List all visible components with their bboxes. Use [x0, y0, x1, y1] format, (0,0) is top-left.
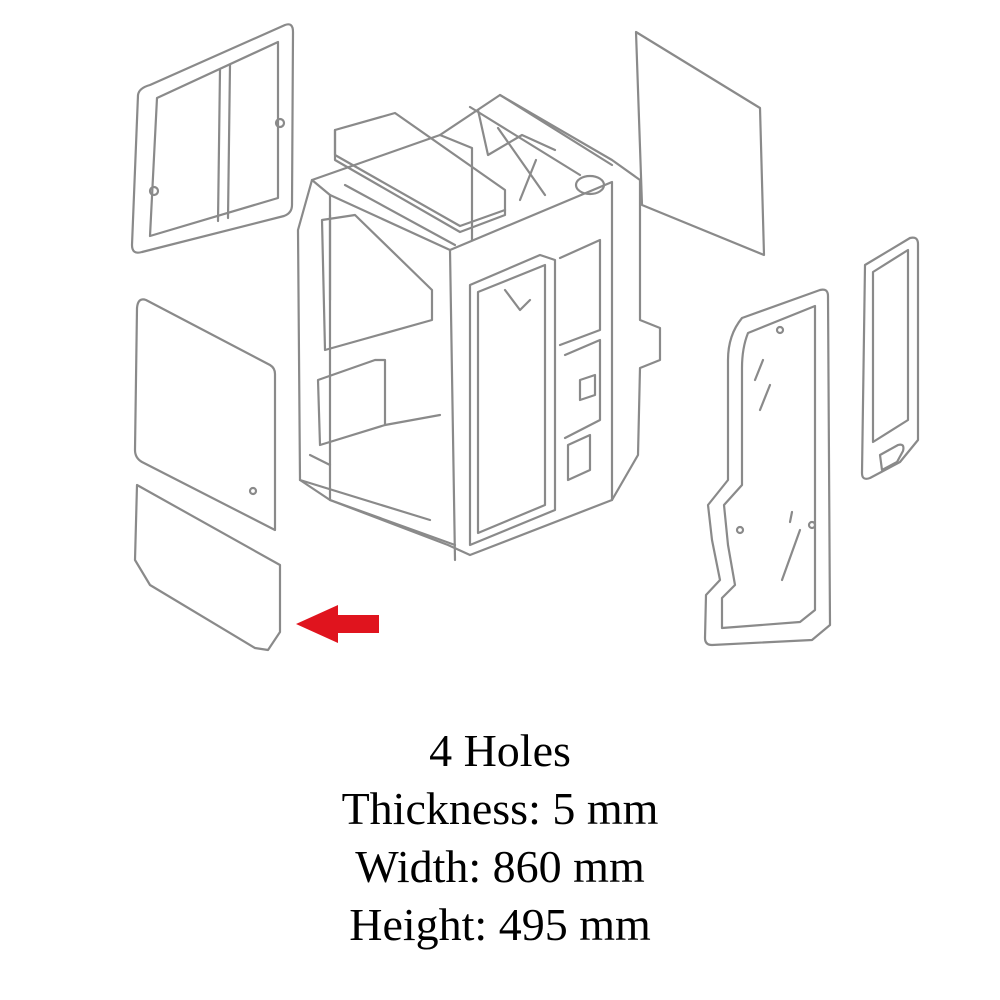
- side-fixed-glass: [860, 236, 920, 480]
- spec-height: Height: 495 mm: [349, 899, 651, 950]
- upper-front-window: [130, 23, 295, 254]
- rear-window: [634, 30, 766, 257]
- cab-frame: [296, 93, 662, 562]
- front-glass-middle: [133, 298, 277, 532]
- door-glass: [703, 288, 832, 647]
- spec-width: Width: 860 mm: [355, 841, 645, 892]
- glass-specifications: 4 Holes Thickness: 5 mm Width: 860 mm He…: [0, 722, 1000, 954]
- front-glass-lower: [133, 483, 282, 652]
- spec-holes: 4 Holes: [429, 725, 571, 776]
- spec-thickness: Thickness: 5 mm: [341, 783, 659, 834]
- highlight-arrow-icon: [296, 605, 379, 643]
